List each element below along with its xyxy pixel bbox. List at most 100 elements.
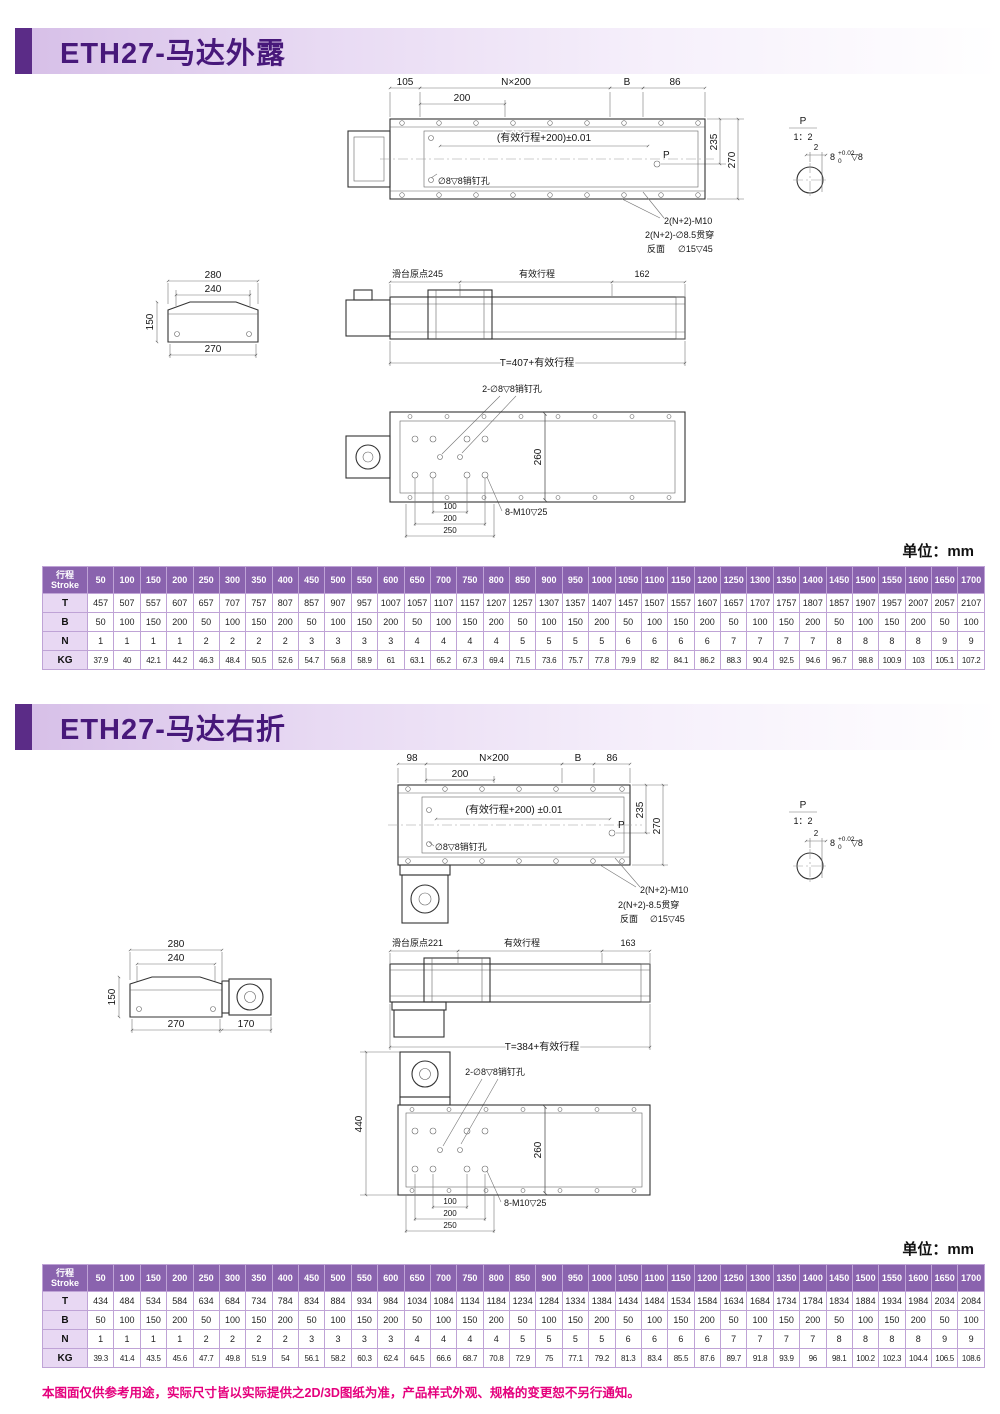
table-cell: 77.8	[588, 650, 616, 670]
table-cell: 49.8	[218, 1348, 247, 1368]
table-cell: 1457	[614, 593, 642, 613]
stroke-column-header: 1400	[799, 1264, 827, 1292]
stroke-column-header: 1500	[851, 566, 880, 594]
table-cell: 9	[930, 631, 959, 651]
table-cell: 834	[297, 1291, 326, 1311]
table-cell: 1	[166, 631, 194, 651]
unit-label: 单位：mm	[902, 1241, 974, 1258]
table-cell: 96	[799, 1348, 827, 1368]
stroke-column-header: 250	[192, 1264, 220, 1292]
profile-outline	[129, 976, 223, 1018]
row-label-B: B	[42, 612, 88, 632]
overall-width-dim	[360, 1050, 400, 1197]
stroke-column-header: 1550	[878, 1264, 906, 1292]
table-cell: 934	[350, 1291, 379, 1311]
table-cell: 1884	[851, 1291, 880, 1311]
table-cell: 734	[245, 1291, 273, 1311]
stroke-column-header: 450	[297, 1264, 326, 1292]
end-view-dims	[155, 279, 260, 358]
table-cell: 47.7	[192, 1348, 220, 1368]
table-cell: 150	[245, 1310, 273, 1330]
table-cell: 6	[693, 1329, 722, 1349]
table-cell: 39.3	[86, 1348, 115, 1368]
table-cell: 7	[799, 1329, 827, 1349]
table-cell: 50	[719, 612, 748, 632]
dim-label-440: 440	[354, 1115, 365, 1132]
table-cell: 1707	[746, 593, 774, 613]
dim-label-pitch: N×200	[501, 77, 531, 88]
table-cell: 3	[350, 1329, 379, 1349]
stroke-column-header: 500	[324, 566, 352, 594]
detail-tol-sup: +0.02	[838, 836, 855, 843]
table-cell: 9	[930, 1329, 959, 1349]
bottom-view: 2-∅8▽8销钉孔 440	[353, 1050, 651, 1233]
table-cell: 50	[719, 1310, 748, 1330]
table-cell: 100	[113, 1310, 141, 1330]
dim-label-162: 162	[634, 269, 649, 279]
table-cell: 100	[957, 1310, 985, 1330]
folded-motor-bottom	[399, 1051, 451, 1106]
table-cell: 5	[535, 631, 563, 651]
table-cell: 1207	[482, 593, 511, 613]
table-cell: 2	[192, 1329, 220, 1349]
m10-thread-note: 8-M10▽25	[505, 507, 547, 517]
table-cell: 1107	[429, 593, 458, 613]
table-cell: 67.3	[456, 650, 484, 670]
dim-label-150: 150	[145, 313, 156, 330]
table-cell: 6	[667, 1329, 695, 1349]
table-cell: 634	[192, 1291, 220, 1311]
table-cell: 50	[508, 612, 537, 632]
dim-label-240: 240	[205, 284, 222, 295]
side-view: 滑台原点221 有效行程 163 T=384+有效行程	[388, 937, 652, 1055]
table-cell: 71.5	[508, 650, 537, 670]
table-cell: 6	[614, 1329, 642, 1349]
dim-label-200: 200	[454, 93, 471, 104]
table-cell: 150	[456, 612, 484, 632]
motor-bottom	[345, 435, 391, 479]
table-cell: 50	[930, 1310, 959, 1330]
stroke-column-header: 1700	[957, 566, 985, 594]
table-cell: 200	[904, 1310, 933, 1330]
table-cell: 100.9	[878, 650, 906, 670]
end-view: 280 240 150 270	[144, 270, 260, 358]
table-cell: 100	[851, 1310, 880, 1330]
bottom-edge-holes	[407, 414, 672, 500]
top-dimension-lines	[388, 86, 744, 201]
table-cell: 707	[218, 593, 247, 613]
header-accent-bar	[15, 704, 32, 750]
top-dimension-lines	[396, 762, 668, 867]
table-cell: 1134	[456, 1291, 484, 1311]
dim-label-250: 250	[443, 526, 457, 535]
table-cell: 5	[508, 631, 537, 651]
carriage-side	[427, 289, 493, 340]
table-cell: 46.3	[192, 650, 220, 670]
pin-hole-note-bottom: 2-∅8▽8销钉孔	[482, 383, 542, 394]
table-cell: 3	[297, 1329, 326, 1349]
table-cell: 4	[403, 631, 431, 651]
table-cell: 7	[746, 1329, 774, 1349]
table-cell: 1284	[535, 1291, 563, 1311]
dowel-pin-holes	[428, 135, 434, 183]
folded-motor-side	[391, 1001, 447, 1038]
table-cell: 63.1	[403, 650, 431, 670]
table-cell: 984	[377, 1291, 405, 1311]
stroke-column-header: 1200	[693, 1264, 722, 1292]
p-detail: P 1：2 2 8 +0.02 0 ▽8	[789, 800, 863, 883]
section-header-motor-exposed: ETH27-马达外露	[0, 28, 1000, 74]
table-cell: 6	[640, 1329, 669, 1349]
bottom-edge-holes	[409, 1107, 637, 1193]
stroke-column-header: 1000	[588, 566, 616, 594]
table-cell: 3	[377, 631, 405, 651]
table-cell: 200	[271, 1310, 300, 1330]
table-cell: 7	[746, 631, 774, 651]
pin-hole-note-bottom: 2-∅8▽8销钉孔	[465, 1066, 525, 1077]
table-cell: 50	[86, 612, 115, 632]
table-cell: 100	[746, 612, 774, 632]
bottom-callout-leaders	[441, 395, 517, 512]
through-hole-note: 2(N+2)-8.5贯穿	[618, 899, 679, 910]
table-cell: 3	[377, 1329, 405, 1349]
